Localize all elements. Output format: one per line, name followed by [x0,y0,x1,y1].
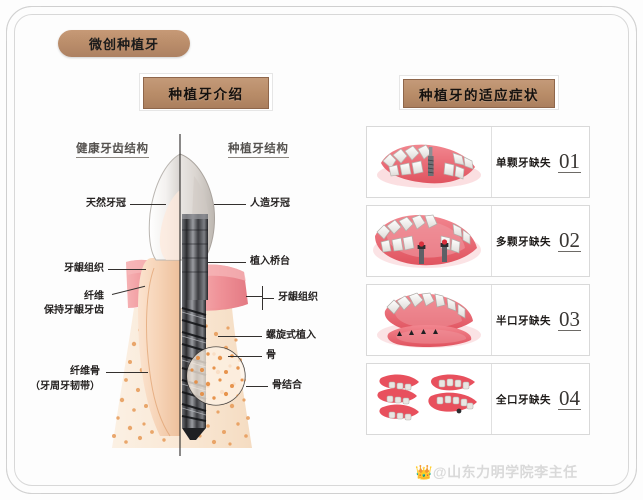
label-artificial-crown: 人造牙冠 [250,198,290,209]
label-gum-tissue-right: 牙龈组织 [278,292,318,303]
card-title: 半口牙缺失 [496,314,551,327]
card-illustration-single-tooth [367,127,492,197]
card-meta: 半口牙缺失 03 [492,285,589,355]
tooth-anatomy-diagram: 健康牙齿结构 种植牙结构 [30,118,356,458]
card-title: 全口牙缺失 [496,393,551,406]
leader-line-natural-crown [130,204,166,205]
card-number: 04 [558,385,581,411]
label-periodontal-ligament: （牙周牙韧带） [30,381,100,392]
leader-line-gum-tissue-left [108,269,146,270]
watermark: 👑@山东力明学院李主任 [415,464,578,480]
frame-corner-top-left [6,6,41,41]
tooth-implant-illustration [112,134,252,456]
card-illustration-half-arch [367,285,492,355]
label-osseointegration: 骨结合 [272,380,302,391]
leader-line-abutment [208,262,246,263]
indication-card[interactable]: 半口牙缺失 03 [366,284,590,356]
leader-line-gum-tissue-right-h2 [262,298,274,299]
card-title: 多颗牙缺失 [496,235,551,248]
label-gum-tissue-left: 牙龈组织 [64,263,104,274]
label-abutment: 植入桥台 [250,256,290,267]
indication-card[interactable]: 单颗牙缺失 01 [366,126,590,198]
label-natural-crown: 天然牙冠 [86,198,126,209]
section-title-introduction-inner: 种植牙介绍 [143,77,269,109]
card-number: 03 [558,306,581,332]
main-badge-label: 微创种植牙 [88,37,159,52]
frame-corner-bottom-left [6,459,41,494]
card-meta: 多颗牙缺失 02 [492,206,589,276]
leader-line-osseointegration [246,386,268,387]
label-screw-implant: 螺旋式植入 [266,330,316,341]
label-bone: 骨 [266,350,276,361]
leader-line-artificial-crown [214,204,246,205]
card-meta: 单颗牙缺失 01 [492,127,589,197]
card-illustration-full-arch [367,364,492,434]
main-badge: 微创种植牙 [58,30,190,57]
card-number: 01 [558,148,581,174]
section-title-introduction-label: 种植牙介绍 [168,87,244,102]
frame-corner-bottom-right [602,459,637,494]
leader-line-gum-tissue-right-h [246,296,262,297]
label-fiber-retains-gum: 保持牙龈牙齿 [44,305,104,316]
section-title-introduction: 种植牙介绍 [140,74,272,110]
indication-card-list: 单颗牙缺失 01 [366,126,590,442]
indication-card[interactable]: 全口牙缺失 04 [366,363,590,435]
indication-card[interactable]: 多颗牙缺失 02 [366,205,590,277]
leader-line-screw-implant [218,336,262,337]
card-meta: 全口牙缺失 04 [492,364,589,434]
section-title-indications-label: 种植牙的适应症状 [419,87,539,103]
section-title-indications-inner: 种植牙的适应症状 [403,79,555,108]
diagram-column-header-healthy: 健康牙齿结构 [76,140,149,158]
frame-corner-top-right [602,6,637,41]
section-title-indications: 种植牙的适应症状 [400,76,558,109]
leader-line-bone [228,356,262,357]
leader-line-fibrous-bone [106,372,148,373]
diagram-column-header-implant: 种植牙结构 [228,140,289,158]
label-fiber: 纤维 [84,291,104,302]
card-title: 单颗牙缺失 [496,156,551,169]
label-fibrous-bone: 纤维骨 [70,366,100,377]
card-illustration-multi-tooth [367,206,492,276]
card-number: 02 [558,227,581,253]
